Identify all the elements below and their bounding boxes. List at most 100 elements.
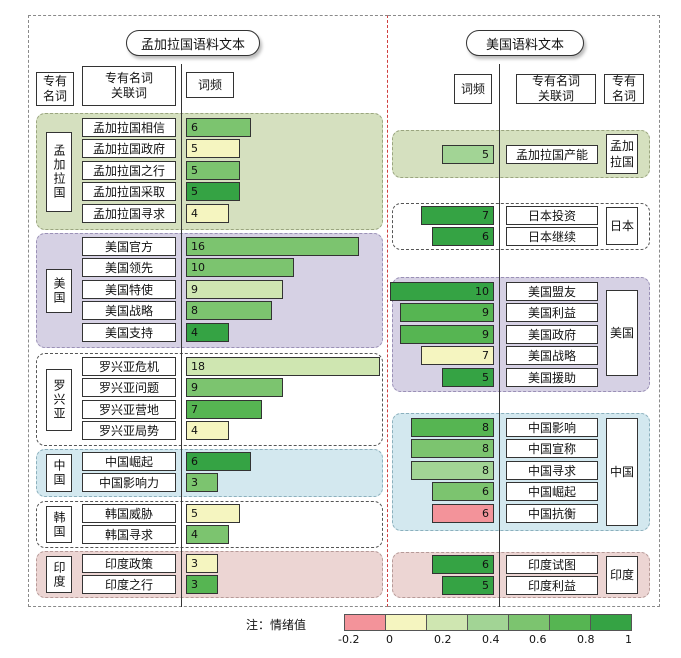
left-keyword: 美国领先: [82, 258, 176, 278]
right-title: 美国语料文本: [466, 30, 584, 56]
right-freq-bar: 5: [442, 576, 494, 596]
right-freq-bar: 8: [411, 460, 494, 480]
left-entity-2: 罗兴亚: [46, 368, 72, 431]
right-keyword: 中国宣称: [506, 439, 598, 459]
left-entity-0: 孟加拉国: [46, 131, 72, 212]
left-freq-bar: 4: [186, 421, 229, 441]
right-freq-bar: 9: [400, 303, 494, 323]
right-freq-bar: 6: [432, 482, 494, 502]
right-keyword: 孟加拉国产能: [506, 145, 598, 164]
left-freq-bar: 3: [186, 554, 218, 573]
left-keyword: 罗兴亚危机: [82, 357, 176, 376]
right-entity-4: 印度: [606, 556, 638, 594]
left-freq-bar: 4: [186, 322, 229, 342]
left-keyword: 中国影响力: [82, 473, 176, 493]
legend-color-cell: [344, 614, 386, 631]
right-entity-3: 中国: [606, 418, 638, 526]
right-keyword: 日本继续: [506, 227, 598, 247]
left-entity-1: 美国: [46, 268, 72, 313]
left-keyword: 美国战略: [82, 301, 176, 321]
right-entity-1: 日本: [606, 207, 638, 245]
left-freq-bar: 5: [186, 504, 240, 523]
legend-tick-label: 0.2: [434, 633, 452, 646]
right-freq-bar: 5: [442, 145, 494, 164]
left-freq-bar: 4: [186, 203, 229, 223]
left-keyword: 印度政策: [82, 554, 176, 573]
right-entity-header: 专有 名词: [604, 74, 644, 104]
right-related-header: 专有名词 关联词: [516, 74, 596, 104]
legend-title: 注：情绪值: [246, 618, 307, 632]
left-related-header: 专有名词 关联词: [82, 66, 176, 106]
right-freq-bar: 10: [390, 282, 494, 301]
left-keyword: 美国支持: [82, 322, 176, 342]
left-keyword: 韩国寻求: [82, 525, 176, 545]
left-entity-3: 中国: [46, 454, 72, 492]
right-freq-bar: 7: [421, 206, 494, 225]
left-keyword: 孟加拉国相信: [82, 118, 176, 137]
left-keyword: 孟加拉国寻求: [82, 203, 176, 223]
left-freq-bar: 6: [186, 452, 251, 471]
right-keyword: 中国影响: [506, 418, 598, 437]
right-keyword: 美国利益: [506, 303, 598, 323]
left-keyword: 中国崛起: [82, 452, 176, 471]
right-freq-bar: 8: [411, 439, 494, 459]
left-panel-frame: [28, 15, 388, 607]
left-keyword: 罗兴亚营地: [82, 399, 176, 419]
right-freq-bar: 6: [432, 503, 494, 523]
right-axis-line: [499, 64, 500, 607]
left-keyword: 美国官方: [82, 237, 176, 256]
legend-tick-label: 0: [386, 633, 393, 646]
left-freq-header: 词频: [186, 72, 234, 98]
right-keyword: 中国寻求: [506, 460, 598, 480]
left-freq-bar: 5: [186, 139, 240, 159]
left-entity-5: 印度: [46, 556, 72, 593]
right-freq-bar: 6: [432, 555, 494, 574]
right-keyword: 印度试图: [506, 555, 598, 574]
left-freq-bar: 3: [186, 575, 218, 595]
right-freq-bar: 6: [432, 227, 494, 247]
left-freq-bar: 7: [186, 399, 262, 419]
right-freq-bar: 5: [442, 367, 494, 387]
right-keyword: 美国援助: [506, 367, 598, 387]
left-freq-bar: 3: [186, 473, 218, 493]
left-freq-bar: 9: [186, 378, 283, 398]
legend-color-cell: [426, 614, 468, 631]
legend-tick-label: -0.2: [338, 633, 360, 646]
legend-tick-label: 1: [625, 633, 632, 646]
left-freq-bar: 5: [186, 182, 240, 202]
left-freq-bar: 18: [186, 357, 380, 376]
left-entity-header: 专有 名词: [36, 72, 74, 106]
right-panel-frame: [388, 15, 660, 607]
legend-tick-label: 0.8: [577, 633, 595, 646]
left-freq-bar: 4: [186, 525, 229, 545]
right-freq-bar: 8: [411, 418, 494, 437]
legend-color-cell: [508, 614, 550, 631]
left-freq-bar: 9: [186, 279, 283, 299]
left-freq-bar: 6: [186, 118, 251, 137]
left-keyword: 罗兴亚局势: [82, 421, 176, 441]
right-keyword: 日本投资: [506, 206, 598, 225]
right-keyword: 中国抗衡: [506, 503, 598, 523]
left-keyword: 孟加拉国政府: [82, 139, 176, 159]
left-freq-bar: 5: [186, 160, 240, 180]
right-keyword: 美国战略: [506, 346, 598, 366]
right-keyword: 美国盟友: [506, 282, 598, 301]
right-keyword: 印度利益: [506, 576, 598, 596]
right-keyword: 中国崛起: [506, 482, 598, 502]
left-keyword: 印度之行: [82, 575, 176, 595]
left-keyword: 韩国威胁: [82, 504, 176, 523]
right-keyword: 美国政府: [506, 324, 598, 344]
right-entity-0: 孟加拉国: [606, 134, 638, 174]
legend-tick-label: 0.4: [482, 633, 500, 646]
legend-color-cell: [549, 614, 591, 631]
left-title: 孟加拉国语料文本: [126, 30, 260, 56]
left-keyword: 孟加拉国采取: [82, 182, 176, 202]
right-freq-bar: 7: [421, 346, 494, 366]
left-keyword: 美国特使: [82, 279, 176, 299]
left-keyword: 罗兴亚问题: [82, 378, 176, 398]
legend-color-cell: [590, 614, 632, 631]
left-keyword: 孟加拉国之行: [82, 160, 176, 180]
legend-color-cell: [385, 614, 427, 631]
legend-color-cell: [467, 614, 509, 631]
left-entity-4: 韩国: [46, 506, 72, 543]
